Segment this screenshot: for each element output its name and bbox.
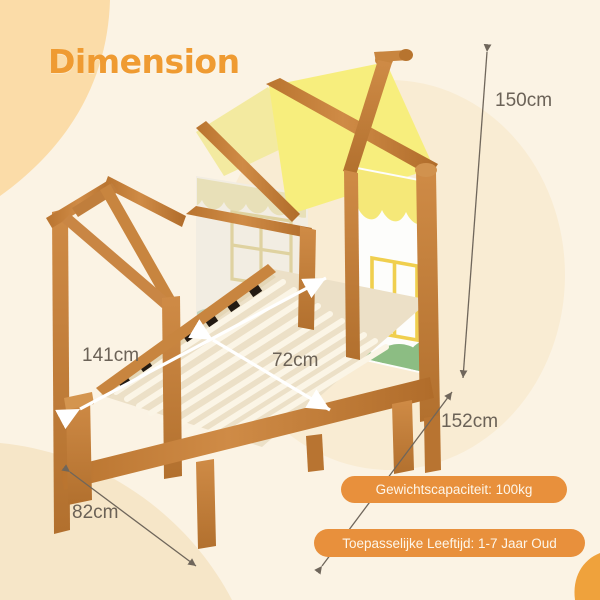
gable-rail-right [104,176,186,227]
post-front-mid-leg [196,459,216,549]
gable-brace-b [100,184,176,306]
badge-weight-capacity: Gewichtscapaciteit: 100kg [341,476,567,503]
post-front-right [416,168,440,422]
dimension-label-length: 152cm [441,411,499,432]
ridge-cap-right [399,49,413,61]
badge-applicable-age: Toepasselijke Leeftijd: 1-7 Jaar Oud [314,529,585,557]
rail-back-top [186,206,312,238]
bottom-right-accent [574,553,600,600]
top-left-blob [0,0,110,196]
page-title: Dimension [48,42,240,81]
rail-roof-eave-right [343,60,392,175]
dimension-label-inner-width: 72cm [272,350,319,371]
dimension-label-width: 82cm [72,502,119,523]
roof-ridge-pole [266,78,438,176]
arrow-height-150 [459,43,492,379]
front-house-panel [352,166,424,374]
post-front-left [344,170,360,360]
post-front-right-cap [415,163,437,177]
arrow-width-82 [61,464,197,567]
dimension-label-inner-length: 141cm [82,345,140,366]
dimension-label-height: 150cm [495,90,553,111]
rail-roof-eave-left [196,121,300,222]
arrow-inner-length-141 [55,276,327,430]
front-panel-scallop [352,168,424,225]
arrow-inner-width-72 [188,319,331,412]
